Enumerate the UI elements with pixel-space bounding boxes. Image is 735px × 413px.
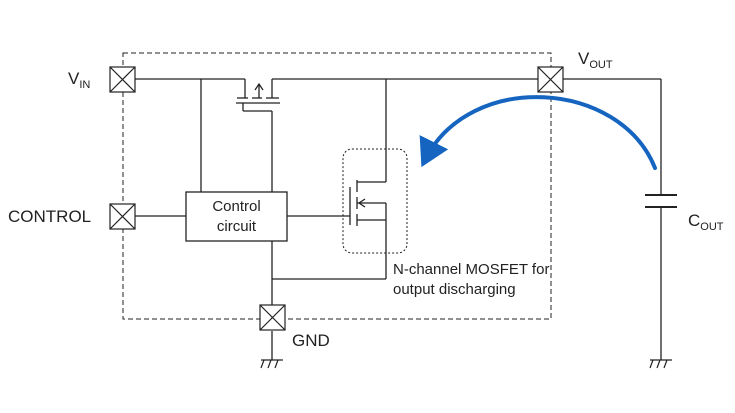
ground-icon <box>649 359 672 369</box>
control-circuit-block <box>185 191 288 242</box>
pins <box>109 66 564 331</box>
ic-boundary <box>122 52 552 320</box>
gnd-pin <box>259 304 286 331</box>
vin-label: VIN <box>68 69 91 91</box>
gnd-label: GND <box>292 331 330 350</box>
vin-pin <box>109 66 136 93</box>
discharge-arrow <box>419 95 657 170</box>
pmos-pass-transistor <box>236 79 280 111</box>
control-circuit-line2: circuit <box>216 217 257 235</box>
mosfet-note-line1: N-channel MOSFET for <box>393 261 550 278</box>
ground-symbols <box>260 359 672 369</box>
mosfet-note-line2: output discharging <box>393 281 516 298</box>
mosfet-dotted-outline <box>342 148 408 254</box>
vout-pin <box>537 66 564 93</box>
output-capacitor <box>645 194 677 208</box>
ground-icon <box>260 359 283 369</box>
control-circuit-label: Control circuit <box>186 192 287 241</box>
cout-label: COUT <box>688 211 724 233</box>
nmos-discharge-transistor <box>349 180 387 231</box>
wires <box>135 78 662 360</box>
vout-label: VOUT <box>578 49 613 71</box>
control-label: CONTROL <box>8 207 92 226</box>
control-circuit-line1: Control <box>212 197 261 215</box>
control-pin <box>109 203 136 230</box>
